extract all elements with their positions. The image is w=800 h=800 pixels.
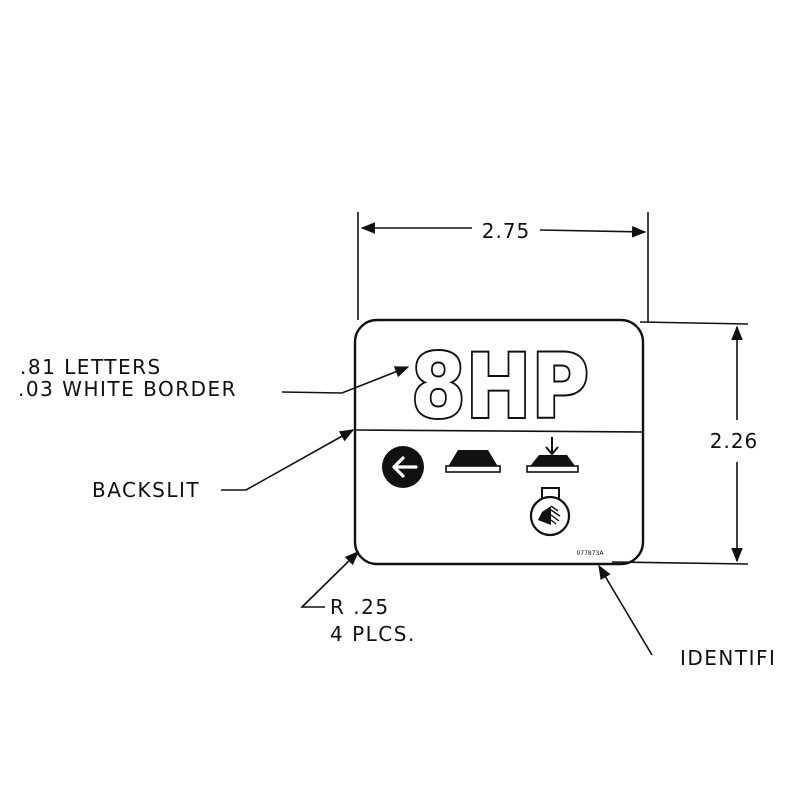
throttle-knob-icon	[529, 487, 571, 537]
letters-note-text: .81 LETTERS	[20, 355, 162, 379]
width-label: 2.75	[482, 219, 531, 243]
hood-icon	[445, 450, 501, 473]
decal-outline	[353, 318, 645, 566]
backslit-note: BACKSLIT	[92, 429, 355, 502]
identification-note: IDENTIFI	[598, 564, 776, 670]
hp-legend: 8HP	[411, 335, 589, 438]
height-label: 2.26	[710, 429, 759, 453]
backslit-divider	[355, 429, 643, 433]
width-dimension: 2.75	[357, 212, 649, 322]
identification-note-text: IDENTIFI	[680, 646, 776, 670]
radius-note-text: R .25	[330, 595, 390, 619]
decal: 8HP 077873A	[353, 318, 645, 566]
border-note-text: .03 WHITE BORDER	[18, 377, 237, 401]
left-arrow-icon	[382, 446, 424, 488]
places-note-text: 4 PLCS.	[330, 622, 416, 646]
height-dimension: 2.26	[611, 321, 759, 565]
hood-down-icon	[526, 437, 579, 473]
part-number: 077873A	[576, 550, 604, 557]
backslit-note-text: BACKSLIT	[92, 478, 200, 502]
radius-note: R .25 4 PLCS.	[300, 550, 416, 646]
letters-note: .81 LETTERS .03 WHITE BORDER	[18, 355, 410, 401]
